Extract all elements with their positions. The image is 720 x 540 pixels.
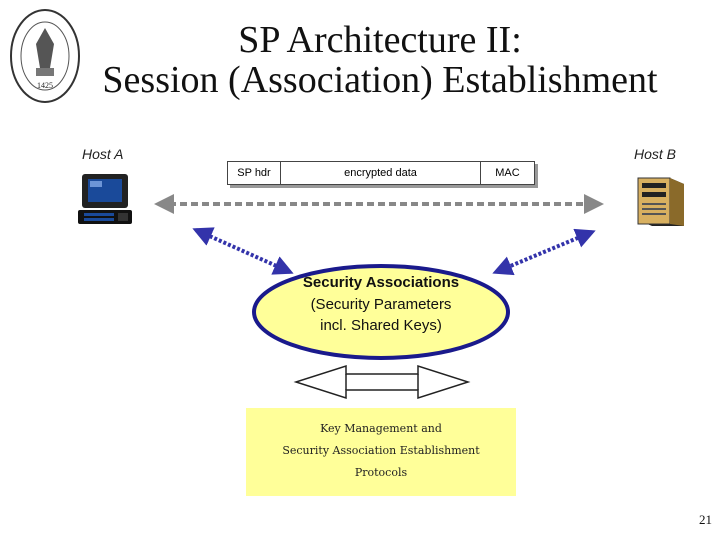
sa-line-2: incl. Shared Keys): [320, 317, 442, 334]
packet-mac-cell: MAC: [481, 161, 535, 185]
host-a-computer-icon: [78, 174, 132, 224]
host-b-to-sa-arrow: [492, 228, 596, 276]
title-line-2: Session (Association) Establishment: [102, 59, 658, 101]
km-line-1: Key Management and: [320, 422, 442, 435]
slide-title: SP Architecture II: Session (Association…: [60, 20, 700, 100]
sa-line-1: (Security Parameters: [310, 296, 452, 313]
title-line-1: SP Architecture II:: [238, 19, 522, 61]
packet-header-cell: SP hdr: [227, 161, 281, 185]
host-a-to-sa-arrow: [192, 227, 294, 275]
university-seal-icon: 1425: [10, 9, 80, 103]
km-line-3: Protocols: [354, 466, 408, 479]
page-number: 21: [699, 512, 712, 527]
security-associations-text: Security Associations (Security Paramete…: [250, 272, 512, 336]
svg-text:1425: 1425: [37, 81, 53, 90]
packet-payload-cell: encrypted data: [281, 161, 481, 185]
km-line-2: Security Association Establishment: [282, 444, 480, 457]
host-b-server-icon: [637, 177, 684, 226]
host-b-label: Host B: [633, 146, 676, 162]
host-a-label: Host A: [82, 146, 124, 162]
sa-title: Security Associations: [302, 274, 460, 291]
key-management-box: Key Management and Security Association …: [246, 408, 516, 496]
security-associations-ellipse: [252, 264, 510, 360]
double-arrow-icon: [293, 364, 471, 400]
